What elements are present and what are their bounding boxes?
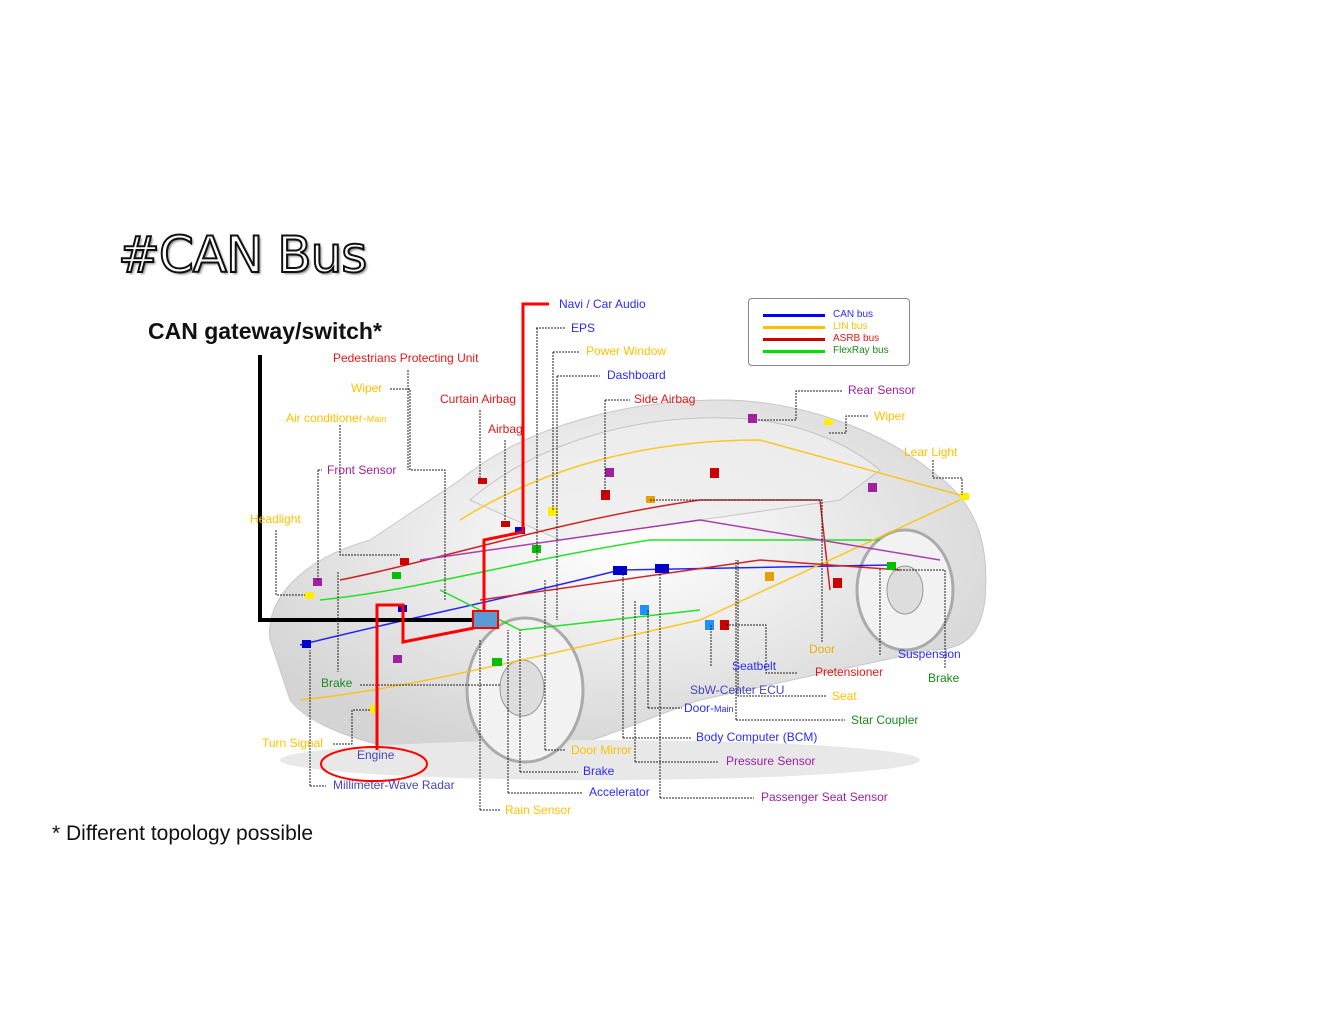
slide-title: #CAN Bus bbox=[117, 225, 368, 285]
bus-harness bbox=[299, 439, 961, 701]
label-sbw-center-ecu: SbW-Center ECU bbox=[690, 683, 785, 697]
front-wheel bbox=[465, 616, 585, 764]
bus-legend: CAN bus LIN bus ASRB bus FlexRay bus bbox=[748, 298, 910, 366]
label-air-conditioner: Air conditioner-Main bbox=[286, 411, 387, 425]
label-brake-pedal: Brake bbox=[583, 764, 615, 778]
label-headlight: Headlight bbox=[250, 512, 301, 526]
label-seat: Seat bbox=[832, 689, 857, 703]
label-eps: EPS bbox=[571, 321, 596, 335]
label-suspension: Suspension bbox=[898, 647, 961, 661]
rear-wheel bbox=[855, 528, 955, 652]
leader-lines bbox=[275, 327, 963, 811]
label-body-computer: Body Computer (BCM) bbox=[696, 730, 818, 744]
label-engine: Engine bbox=[357, 748, 395, 762]
car-shadow bbox=[280, 740, 920, 780]
label-pretensioner: Pretensioner bbox=[815, 665, 884, 679]
car-window bbox=[469, 417, 881, 541]
engine-highlight bbox=[320, 746, 428, 782]
label-side-airbag: Side Airbag bbox=[634, 392, 696, 406]
label-wiper-front: Wiper bbox=[351, 381, 383, 395]
label-turn-signal: Turn Signal bbox=[262, 736, 323, 750]
gateway-switch bbox=[472, 610, 499, 629]
label-star-coupler: Star Coupler bbox=[851, 713, 919, 727]
ecu-modules bbox=[302, 414, 969, 713]
label-accelerator: Accelerator bbox=[589, 785, 650, 799]
label-door-mirror: Door Mirror bbox=[571, 743, 632, 757]
label-airbag: Airbag bbox=[488, 422, 523, 436]
label-seatbelt: Seatbelt bbox=[732, 659, 777, 673]
label-pressure-sensor: Pressure Sensor bbox=[726, 754, 816, 768]
label-passenger-seat-sensor: Passenger Seat Sensor bbox=[761, 790, 888, 804]
label-millimeter-wave-radar: Millimeter-Wave Radar bbox=[333, 778, 455, 792]
label-brake-front: Brake bbox=[321, 676, 353, 690]
label-brake-rear: Brake bbox=[928, 671, 960, 685]
label-rear-sensor: Rear Sensor bbox=[848, 383, 916, 397]
label-wiper-rear: Wiper bbox=[874, 409, 906, 423]
gateway-label: CAN gateway/switch* bbox=[148, 318, 382, 344]
label-pedestrians-protecting-unit: Pedestrians Protecting Unit bbox=[333, 351, 479, 365]
label-power-window: Power Window bbox=[586, 344, 667, 358]
asrb-link-front bbox=[375, 603, 475, 750]
label-door-main: Door-Main bbox=[684, 701, 734, 715]
label-curtain-airbag: Curtain Airbag bbox=[440, 392, 517, 406]
label-dashboard: Dashboard bbox=[607, 368, 666, 382]
asrb-link-navi bbox=[482, 302, 549, 612]
gateway-links bbox=[258, 302, 549, 782]
label-lear-light: Lear Light bbox=[904, 445, 958, 459]
label-rain-sensor: Rain Sensor bbox=[505, 803, 572, 817]
label-front-sensor: Front Sensor bbox=[327, 463, 397, 477]
footnote: * Different topology possible bbox=[52, 822, 314, 845]
label-door: Door bbox=[809, 642, 836, 656]
label-navi-car-audio: Navi / Car Audio bbox=[559, 297, 646, 311]
